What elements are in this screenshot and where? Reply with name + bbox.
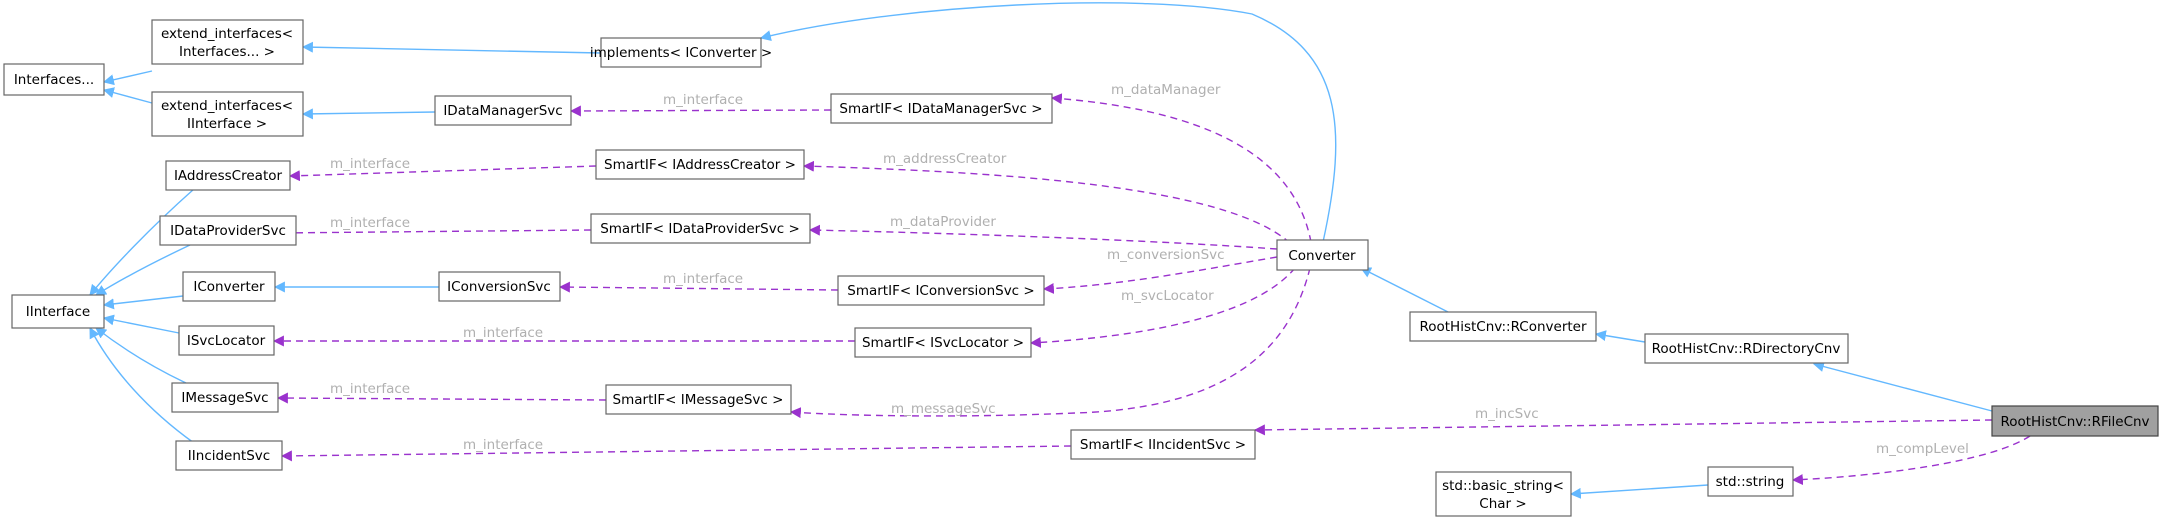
node-idatamanagersvc-label: IDataManagerSvc xyxy=(443,103,562,119)
node-converter-label: Converter xyxy=(1288,248,1356,264)
node-extend-interfaces-iinterface[interactable]: extend_interfaces< IInterface > xyxy=(151,91,304,137)
node-std-string[interactable]: std::string xyxy=(1707,466,1794,497)
node-interfaces-label: Interfaces... xyxy=(14,72,94,88)
node-imessagesvc[interactable]: IMessageSvc xyxy=(171,382,279,413)
edge-label-m-conversionsvc: m_conversionSvc xyxy=(1107,247,1225,263)
node-iincidentsvc[interactable]: IIncidentSvc xyxy=(175,440,283,471)
node-std-string-label: std::string xyxy=(1716,474,1785,490)
edge-rfilecnv-to-rdirectorycnv xyxy=(1812,361,1993,412)
edge-smartif-messagesvc-to-imessagesvc xyxy=(276,392,607,404)
node-rconverter[interactable]: RootHistCnv::RConverter xyxy=(1409,311,1597,342)
node-smartif-isvclocator-label: SmartIF< ISvcLocator > xyxy=(862,335,1024,351)
edge-label-m-interface-conversionsvc: m_interface xyxy=(663,271,743,287)
edge-imessagesvc-to-iinterface xyxy=(95,327,187,384)
node-smartif-idatamanagersvc-label: SmartIF< IDataManagerSvc > xyxy=(839,101,1042,117)
edge-smartif-incidentsvc-to-iincidentsvc xyxy=(280,445,1072,462)
edge-label-m-interface-addresscreator: m_interface xyxy=(330,156,410,172)
edge-label-m-interface-dataprovider: m_interface xyxy=(330,215,410,231)
node-iinterface-label: IInterface xyxy=(26,304,90,320)
node-smartif-idataprovidersvc-label: SmartIF< IDataProviderSvc > xyxy=(600,221,800,237)
edge-label-m-svclocator: m_svcLocator xyxy=(1121,288,1214,304)
edge-converter-to-smartif-addresscreator xyxy=(802,160,1291,244)
node-smartif-iaddresscreator[interactable]: SmartIF< IAddressCreator > xyxy=(595,149,805,180)
node-extend-interfaces-interfaces-label-2: Interfaces... > xyxy=(179,44,275,60)
node-smartif-iconversionsvc-label: SmartIF< IConversionSvc > xyxy=(847,283,1034,299)
edge-label-m-dataprovider: m_dataProvider xyxy=(890,214,996,230)
edge-converter-to-implements xyxy=(759,2,1337,243)
node-smartif-isvclocator[interactable]: SmartIF< ISvcLocator > xyxy=(854,327,1032,358)
node-smartif-iincidentsvc[interactable]: SmartIF< IIncidentSvc > xyxy=(1070,429,1256,460)
node-std-basic-string-label-1: std::basic_string< xyxy=(1442,478,1564,494)
node-iconverter-label: IConverter xyxy=(193,279,265,295)
edge-label-m-addresscreator: m_addressCreator xyxy=(883,151,1007,167)
node-idatamanagersvc[interactable]: IDataManagerSvc xyxy=(434,95,572,126)
node-rdirectorycnv-label: RootHistCnv::RDirectoryCnv xyxy=(1652,341,1841,357)
node-iconversionsvc[interactable]: IConversionSvc xyxy=(438,271,561,302)
node-rdirectorycnv[interactable]: RootHistCnv::RDirectoryCnv xyxy=(1644,333,1849,364)
node-smartif-iaddresscreator-label: SmartIF< IAddressCreator > xyxy=(604,157,796,173)
edge-converter-to-smartif-conversionsvc xyxy=(1042,256,1278,294)
node-smartif-idatamanagersvc[interactable]: SmartIF< IDataManagerSvc > xyxy=(830,93,1053,124)
edge-smartif-conversionsvc-to-iconversionsvc xyxy=(558,281,839,293)
node-extend-interfaces-interfaces[interactable]: extend_interfaces< Interfaces... > xyxy=(151,19,304,65)
edge-smartif-dataprovider-to-idataprovidersvc xyxy=(274,227,592,239)
edge-rfilecnv-to-std-string xyxy=(1791,435,2031,486)
node-smartif-iconversionsvc[interactable]: SmartIF< IConversionSvc > xyxy=(837,275,1045,306)
node-std-basic-string[interactable]: std::basic_string< Char > xyxy=(1435,471,1572,517)
edge-iconverter-to-iinterface xyxy=(102,295,184,310)
edge-extend-iinterface-to-interfaces xyxy=(102,87,153,104)
edge-extend-interfaces-to-interfaces xyxy=(102,70,153,86)
edge-label-m-messagesvc: m_messageSvc xyxy=(891,401,996,417)
edge-label-m-complevel: m_compLevel xyxy=(1876,441,1969,457)
node-iconverter[interactable]: IConverter xyxy=(182,271,276,302)
edge-smartif-datamanager-to-idatamanagersvc xyxy=(569,105,832,117)
node-rfilecnv-label: RootHistCnv::RFileCnv xyxy=(2000,414,2149,430)
node-iincidentsvc-label: IIncidentSvc xyxy=(188,448,270,464)
node-extend-interfaces-iinterface-label-2: IInterface > xyxy=(187,116,267,132)
edge-label-m-interface-datamanager: m_interface xyxy=(663,92,743,108)
edge-std-string-to-basic-string xyxy=(1569,484,1709,499)
node-smartif-idataprovidersvc[interactable]: SmartIF< IDataProviderSvc > xyxy=(590,213,811,244)
node-implements-iconverter-label: implements< IConverter > xyxy=(590,45,772,61)
edge-implements-to-extend-interfaces xyxy=(301,41,602,54)
edge-converter-to-smartif-datamanager xyxy=(1050,93,1312,243)
edge-idataprovidersvc-to-iinterface xyxy=(95,244,191,296)
node-extend-interfaces-interfaces-label-1: extend_interfaces< xyxy=(161,26,293,42)
edge-label-m-incsvc: m_incSvc xyxy=(1475,406,1539,422)
edge-label-m-interface-svclocator: m_interface xyxy=(463,325,543,341)
node-idataprovidersvc[interactable]: IDataProviderSvc xyxy=(159,215,297,246)
node-isvclocator-label: ISvcLocator xyxy=(187,333,266,349)
node-extend-interfaces-iinterface-label-1: extend_interfaces< xyxy=(161,98,293,114)
node-std-basic-string-label-2: Char > xyxy=(1479,496,1526,512)
node-converter[interactable]: Converter xyxy=(1276,239,1369,271)
node-implements-iconverter[interactable]: implements< IConverter > xyxy=(590,37,772,68)
edge-rfilecnv-to-smartif-incidentsvc xyxy=(1253,419,1993,436)
edge-converter-to-smartif-messagesvc xyxy=(789,267,1311,419)
edge-rconverter-to-converter xyxy=(1360,267,1449,313)
node-isvclocator[interactable]: ISvcLocator xyxy=(178,325,275,356)
node-rfilecnv[interactable]: RootHistCnv::RFileCnv xyxy=(1991,405,2159,437)
edge-label-m-datamanager: m_dataManager xyxy=(1111,82,1221,98)
node-interfaces[interactable]: Interfaces... xyxy=(3,63,105,96)
edge-rdirectorycnv-to-rconverter xyxy=(1594,330,1652,344)
edge-converter-to-smartif-dataprovider xyxy=(808,224,1278,250)
edge-smartif-addresscreator-to-iaddresscreator xyxy=(288,165,597,182)
edge-label-m-interface-incidentsvc: m_interface xyxy=(463,437,543,453)
node-idataprovidersvc-label: IDataProviderSvc xyxy=(170,223,286,239)
edge-converter-to-smartif-svclocator xyxy=(1029,267,1296,348)
edge-iincidentsvc-to-iinterface xyxy=(89,327,195,444)
node-iaddresscreator[interactable]: IAddressCreator xyxy=(165,160,291,191)
node-rconverter-label: RootHistCnv::RConverter xyxy=(1419,319,1587,335)
node-smartif-imessagesvc[interactable]: SmartIF< IMessageSvc > xyxy=(605,384,792,415)
node-imessagesvc-label: IMessageSvc xyxy=(181,390,268,406)
edge-isvclocator-to-iinterface xyxy=(102,314,180,334)
node-iinterface[interactable]: IInterface xyxy=(11,294,105,329)
node-iaddresscreator-label: IAddressCreator xyxy=(174,168,283,184)
edge-idatamanagersvc-to-extend-iinterface xyxy=(301,108,436,120)
node-iconversionsvc-label: IConversionSvc xyxy=(447,279,551,295)
node-smartif-iincidentsvc-label: SmartIF< IIncidentSvc > xyxy=(1080,437,1246,453)
node-smartif-imessagesvc-label: SmartIF< IMessageSvc > xyxy=(613,392,784,408)
edge-label-m-interface-messagesvc: m_interface xyxy=(330,381,410,397)
